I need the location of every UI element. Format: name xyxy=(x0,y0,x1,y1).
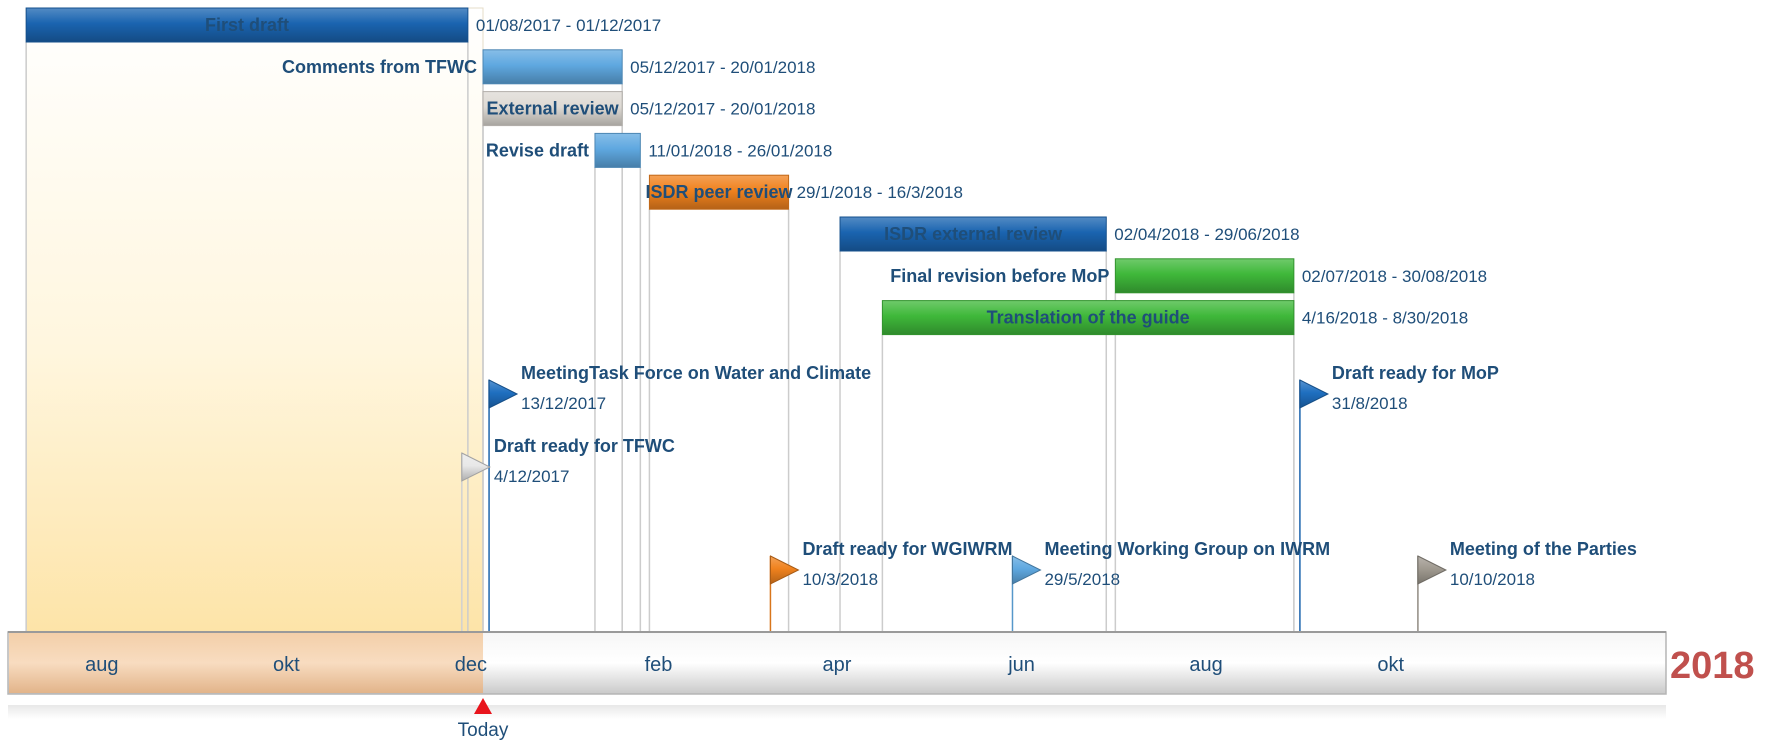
elapsed-region xyxy=(25,7,484,633)
timeline-elapsed xyxy=(9,633,484,693)
task-dates: 05/12/2017 - 20/01/2018 xyxy=(630,100,815,119)
milestone-date: 13/12/2017 xyxy=(521,394,606,413)
task-bar xyxy=(881,300,1295,336)
task-dates: 02/07/2018 - 30/08/2018 xyxy=(1302,267,1487,286)
task-translation-of-the-guide: Translation of the guide 4/16/2018 - 8/30… xyxy=(881,300,1468,336)
month-label: aug xyxy=(85,654,118,676)
task-isdr-external-review: ISDR external review 02/04/2018 - 29/06/2… xyxy=(839,216,1300,252)
task-dates: 05/12/2017 - 20/01/2018 xyxy=(630,58,815,77)
task-bar xyxy=(648,174,790,210)
month-label: okt xyxy=(273,654,300,676)
task-comments-from-tfwc: Comments from TFWC 05/12/2017 - 20/01/201… xyxy=(282,49,815,85)
task-name: External review xyxy=(487,99,620,119)
task-name: First draft xyxy=(205,15,289,35)
today-label: Today xyxy=(458,720,509,741)
milestone-name: MeetingTask Force on Water and Climate xyxy=(521,363,871,383)
milestone-date: 31/8/2018 xyxy=(1332,394,1408,413)
task-bar xyxy=(482,49,623,85)
month-label: okt xyxy=(1377,654,1404,676)
milestone-name: Draft ready for WGIWRM xyxy=(802,539,1012,559)
milestone-flag xyxy=(1011,555,1042,585)
task-bar xyxy=(1114,258,1295,294)
task-bar xyxy=(25,7,469,43)
task-name: Comments from TFWC xyxy=(282,57,477,77)
milestone-flag xyxy=(1299,379,1330,409)
task-bar xyxy=(594,132,641,168)
milestone-name: Draft ready for TFWC xyxy=(494,436,675,456)
task-name: ISDR external review xyxy=(884,224,1063,244)
month-label: feb xyxy=(645,654,673,676)
month-label: aug xyxy=(1189,654,1222,676)
task-external-review: External review 05/12/2017 - 20/01/2018 xyxy=(482,91,815,127)
task-name: ISDR peer review xyxy=(645,182,793,202)
month-label: apr xyxy=(823,654,852,676)
today-marker xyxy=(474,698,493,714)
task-name: Final revision before MoP xyxy=(890,266,1109,286)
task-bars: First draft 01/08/2017 - 01/12/2017Commen… xyxy=(25,7,1487,336)
timeline-shadow xyxy=(8,705,1666,719)
task-first-draft: First draft 01/08/2017 - 01/12/2017 xyxy=(25,7,661,43)
milestone-meetingtask-force-on-water-and-climate: MeetingTask Force on Water and Climate 13… xyxy=(488,363,871,632)
milestone-draft-ready-for-mop: Draft ready for MoP 31/8/2018 xyxy=(1299,363,1499,632)
task-dates: 01/08/2017 - 01/12/2017 xyxy=(476,16,661,35)
milestone-flag xyxy=(461,452,491,482)
milestone-date: 10/3/2018 xyxy=(802,570,878,589)
task-dates: 29/1/2018 - 16/3/2018 xyxy=(797,183,963,202)
task-name: Translation of the guide xyxy=(987,308,1190,328)
year-label: 2018 xyxy=(1670,645,1755,687)
milestones: MeetingTask Force on Water and Climate 13… xyxy=(461,363,1637,632)
milestone-flag xyxy=(1417,555,1448,585)
milestone-date: 29/5/2018 xyxy=(1044,570,1120,589)
task-dates: 02/04/2018 - 29/06/2018 xyxy=(1114,225,1299,244)
milestone-meeting-working-group-on-iwrm: Meeting Working Group on IWRM 29/5/2018 xyxy=(1011,539,1330,632)
milestone-meeting-of-the-parties: Meeting of the Parties 10/10/2018 xyxy=(1417,539,1637,632)
task-bar xyxy=(839,216,1107,252)
task-final-revision-before-mop: Final revision before MoP 02/07/2018 - 30… xyxy=(890,258,1487,294)
milestone-name: Draft ready for MoP xyxy=(1332,363,1499,383)
month-label: dec xyxy=(455,654,487,676)
task-dates: 4/16/2018 - 8/30/2018 xyxy=(1302,309,1468,328)
task-dates: 11/01/2018 - 26/01/2018 xyxy=(648,141,832,160)
task-name: Revise draft xyxy=(486,140,589,160)
milestone-date: 4/12/2017 xyxy=(494,467,570,486)
milestone-draft-ready-for-wgiwrm: Draft ready for WGIWRM 10/3/2018 xyxy=(769,539,1012,632)
task-revise-draft: Revise draft 11/01/2018 - 26/01/2018 xyxy=(486,132,832,168)
task-bar xyxy=(482,91,623,127)
milestone-flag xyxy=(769,555,800,585)
milestone-draft-ready-for-tfwc: Draft ready for TFWC 4/12/2017 xyxy=(461,436,675,632)
milestone-name: Meeting Working Group on IWRM xyxy=(1044,539,1330,559)
month-labels: aug okt dec feb apr jun aug okt xyxy=(85,654,1404,676)
milestone-flag xyxy=(488,379,519,409)
month-label: jun xyxy=(1007,654,1035,676)
milestone-date: 10/10/2018 xyxy=(1450,570,1535,589)
milestone-name: Meeting of the Parties xyxy=(1450,539,1637,559)
